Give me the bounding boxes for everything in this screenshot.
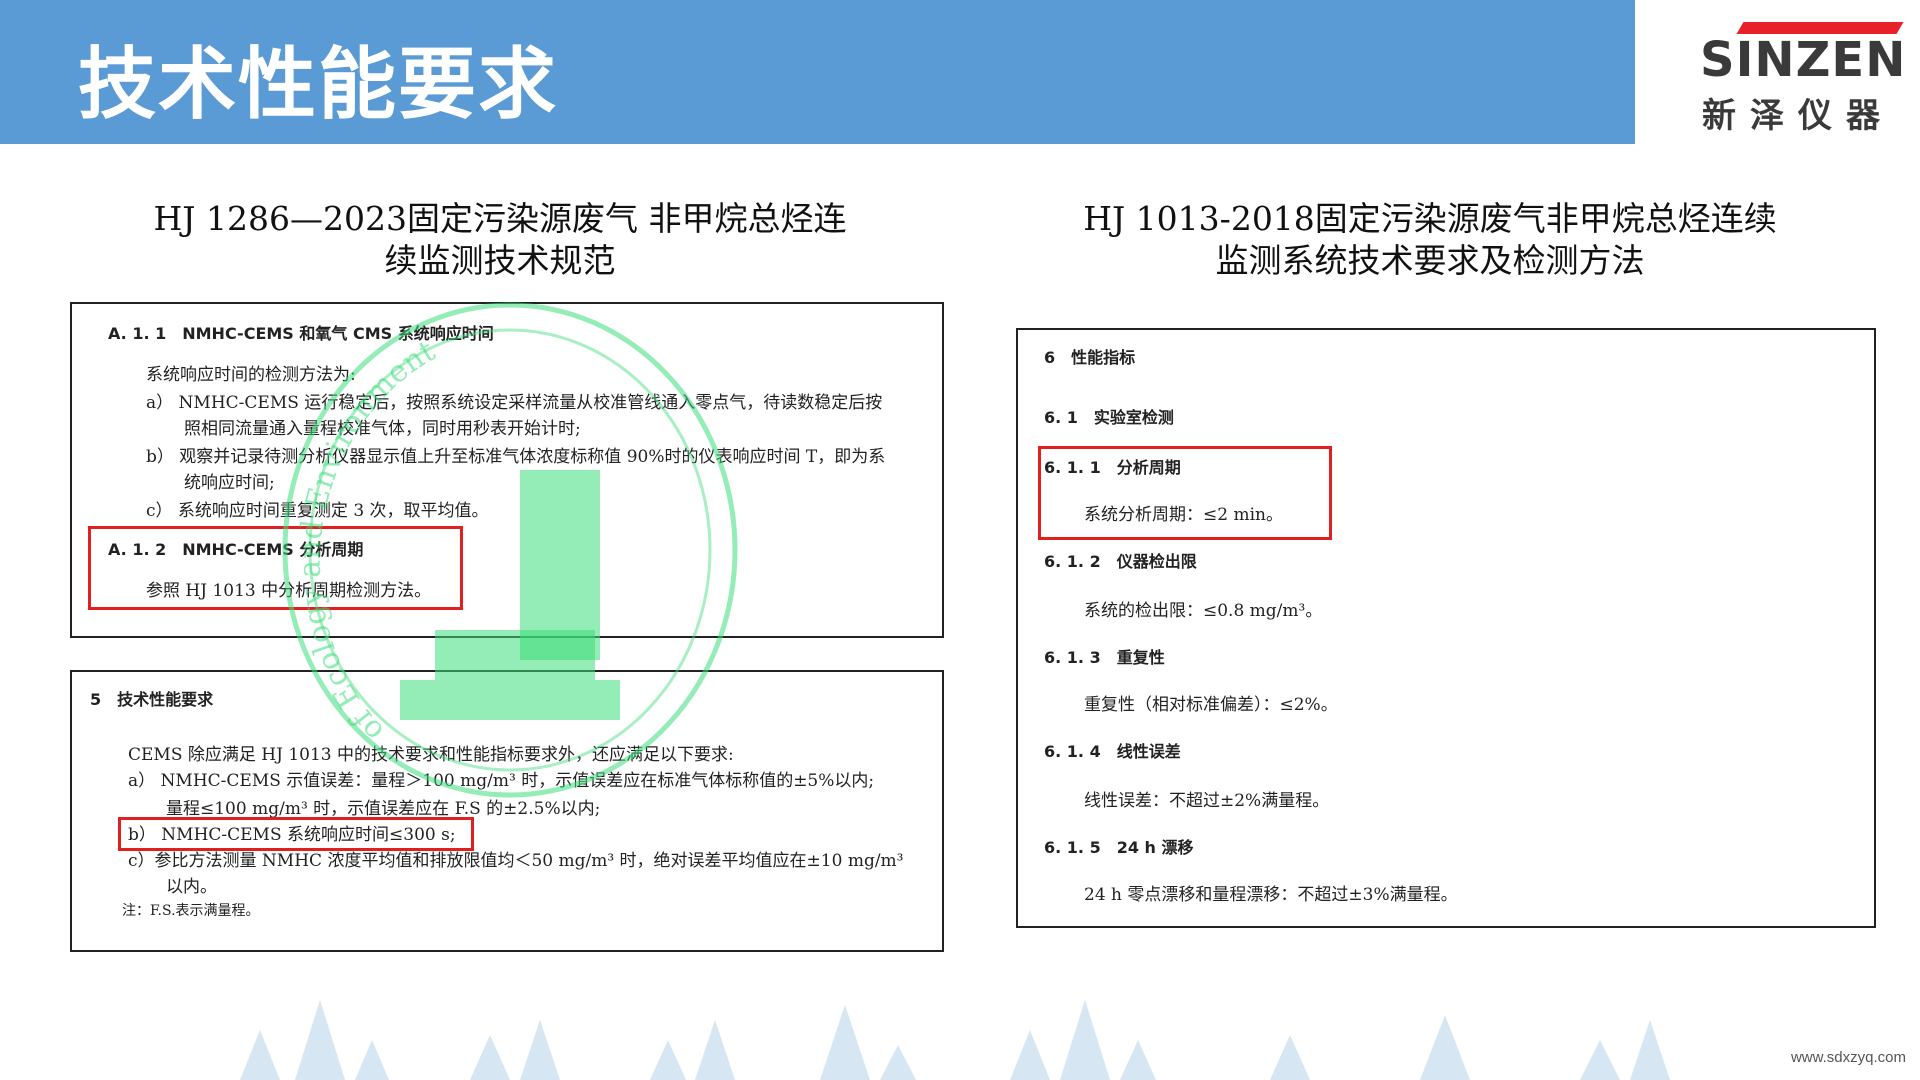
section-heading-611: 6. 1. 1 分析周期 [1044, 458, 1181, 477]
left-title-line2: 续监测技术规范 [384, 241, 616, 280]
doc-text: b） 观察并记录待测分析仪器显示值上升至标准气体浓度标称值 90%时的仪表响应时… [146, 447, 886, 467]
highlight-box-analysis-period [88, 526, 463, 610]
doc-text: c） 系统响应时间重复测定 3 次，取平均值。 [146, 501, 489, 521]
tree-decoration [240, 1000, 1670, 1080]
section-heading-613: 6. 1. 3 重复性 [1044, 648, 1165, 667]
section-heading-a11: A. 1. 1 NMHC-CEMS 和氧气 CMS 系统响应时间 [108, 324, 494, 343]
left-title-line1: HJ 1286—2023固定污染源废气 非甲烷总烃连 [153, 199, 847, 238]
page-title: 技术性能要求 [78, 40, 559, 130]
highlight-box-response-time [118, 817, 474, 851]
doc-text: b） NMHC-CEMS 系统响应时间≤300 s; [128, 825, 456, 845]
doc-text: c）参比方法测量 NMHC 浓度平均值和排放限值均＜50 mg/m³ 时，绝对误… [128, 851, 904, 871]
section-heading-615: 6. 1. 5 24 h 漂移 [1044, 838, 1194, 857]
sinzen-logo: SINZEN 新泽仪器 [1690, 18, 1910, 136]
highlight-box-analysis-period-right [1038, 446, 1332, 540]
doc-note: 注：F.S.表示满量程。 [122, 903, 260, 919]
footer-url: www.sdxzyq.com [1790, 1049, 1906, 1066]
doc-text: 统响应时间; [184, 473, 275, 493]
doc-text: 以内。 [166, 877, 217, 897]
section-heading-5: 5 技术性能要求 [90, 690, 214, 709]
section-heading-61: 6. 1 实验室检测 [1044, 408, 1174, 427]
right-column-title: HJ 1013-2018固定污染源废气非甲烷总烃连续 监测系统技术要求及检测方法 [1040, 198, 1820, 282]
doc-text: 重复性（相对标准偏差）：≤2%。 [1084, 695, 1338, 715]
doc-text: 24 h 零点漂移和量程漂移：不超过±3%满量程。 [1084, 885, 1458, 905]
right-title-line2: 监测系统技术要求及检测方法 [1215, 241, 1645, 280]
right-doc-excerpt: 6 性能指标 6. 1 实验室检测 6. 1. 1 分析周期 系统分析周期：≤2… [1016, 328, 1876, 928]
doc-text: a） NMHC-CEMS 运行稳定后，按照系统设定采样流量从校准管线通入零点气，… [146, 393, 883, 413]
doc-text: 系统分析周期：≤2 min。 [1084, 505, 1283, 525]
doc-text: 线性误差：不超过±2%满量程。 [1084, 791, 1330, 811]
section-heading-6: 6 性能指标 [1044, 348, 1136, 367]
doc-text: 系统的检出限：≤0.8 mg/m³。 [1084, 601, 1323, 621]
doc-text: a） NMHC-CEMS 示值误差：量程＞100 mg/m³ 时，示值误差应在标… [128, 771, 875, 791]
doc-text: 系统响应时间的检测方法为: [146, 365, 356, 385]
header-bar [0, 0, 1635, 144]
logo-text-en: SINZEN [1700, 32, 1907, 88]
right-title-line1: HJ 1013-2018固定污染源废气非甲烷总烃连续 [1083, 199, 1777, 238]
left-doc-excerpt-performance: 5 技术性能要求 CEMS 除应满足 HJ 1013 中的技术要求和性能指标要求… [70, 670, 944, 952]
doc-text: CEMS 除应满足 HJ 1013 中的技术要求和性能指标要求外，还应满足以下要… [128, 745, 734, 765]
left-column-title: HJ 1286—2023固定污染源废气 非甲烷总烃连 续监测技术规范 [110, 198, 890, 282]
doc-text: 照相同流量通入量程校准气体，同时用秒表开始计时; [184, 419, 581, 439]
logo-text-cn: 新泽仪器 [1702, 96, 1894, 136]
doc-text: 量程≤100 mg/m³ 时，示值误差应在 F.S 的±2.5%以内; [166, 799, 601, 819]
section-heading-612: 6. 1. 2 仪器检出限 [1044, 552, 1197, 571]
section-heading-614: 6. 1. 4 线性误差 [1044, 742, 1181, 761]
